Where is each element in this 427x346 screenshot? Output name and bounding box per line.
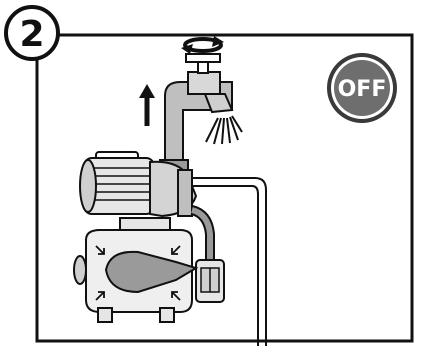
off-label: OFF: [338, 77, 387, 102]
up-arrow-icon: [139, 84, 155, 126]
pressure-switch: [195, 259, 225, 303]
pressure-tank: [73, 217, 199, 323]
step-number: 2: [19, 14, 44, 55]
diagram-frame: [35, 33, 414, 343]
pressure-arrows: [95, 245, 181, 301]
suction-hose: [188, 177, 267, 346]
water-spray-icon: [205, 115, 243, 145]
rotate-arrow-icon: [181, 36, 224, 54]
faucet: [185, 53, 234, 114]
pump-motor: [79, 151, 198, 218]
step-number-badge: 2: [4, 5, 60, 61]
off-badge: OFF: [327, 53, 397, 123]
flex-hose: [190, 205, 215, 264]
